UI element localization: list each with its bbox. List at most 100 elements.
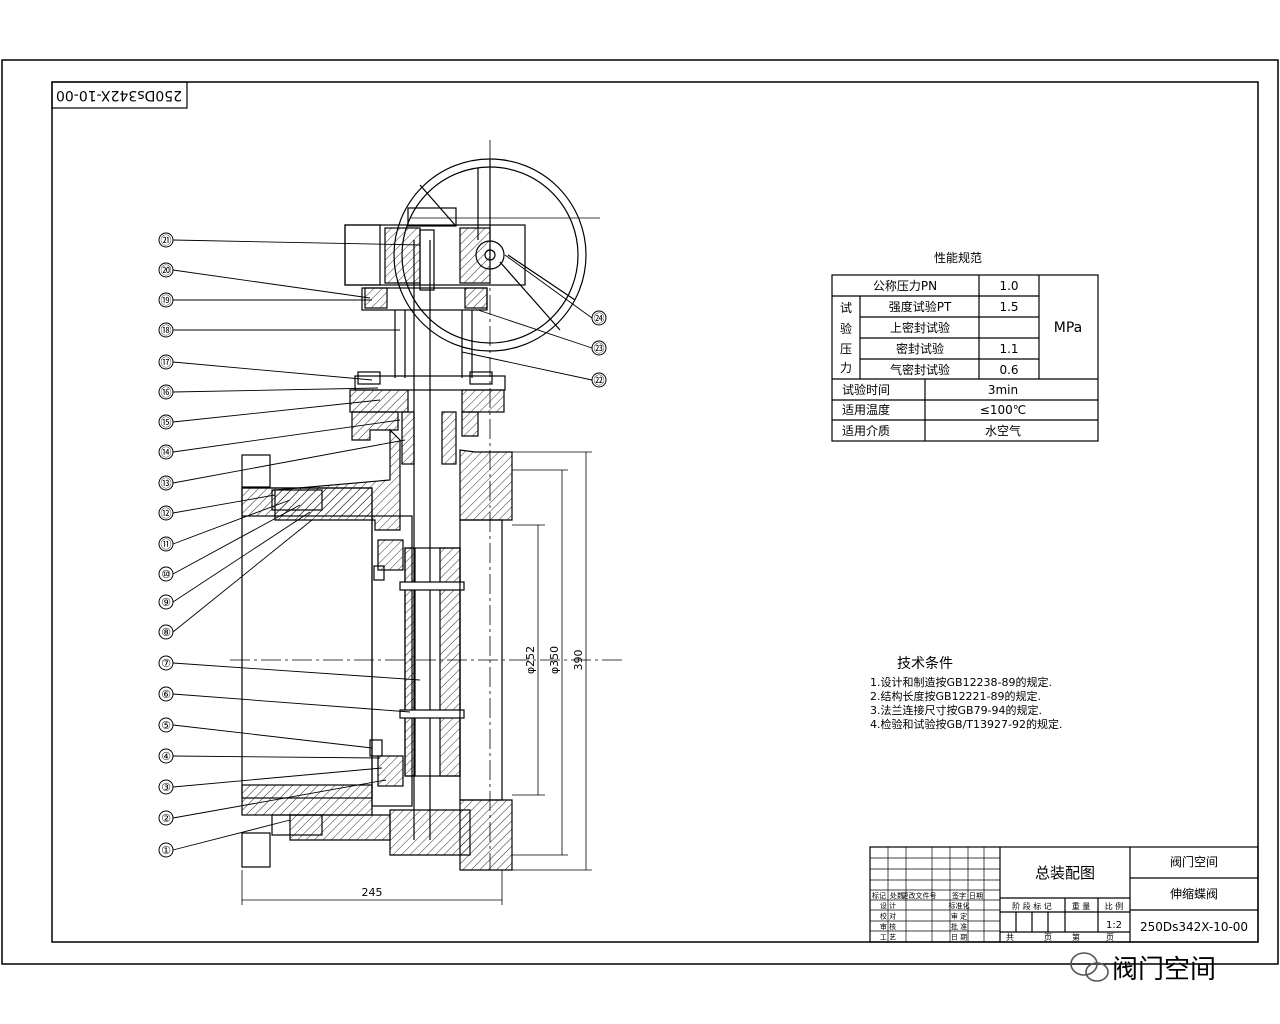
balloon xyxy=(158,444,174,460)
balloon-number: ⑩ xyxy=(161,568,171,581)
balloon-number: ⑯ xyxy=(161,386,172,399)
perf-extra-label: 适用温度 xyxy=(842,402,890,417)
drawing-name: 总装配图 xyxy=(1035,864,1095,882)
leader-line xyxy=(172,439,406,484)
tb-role: 工 艺 xyxy=(880,934,896,942)
valve-section xyxy=(230,140,625,905)
dim-outer: 390 xyxy=(572,650,585,671)
tb-role: 审 核 xyxy=(880,922,896,931)
leader-line xyxy=(172,511,311,603)
balloon-number: ① xyxy=(161,844,171,857)
leader-line xyxy=(504,254,593,319)
leader-line xyxy=(172,519,313,633)
tb-header-cell: 处数 xyxy=(890,891,904,900)
tech-item: 4.检验和试验按GB/T13927-92的规定. xyxy=(870,717,1062,731)
tb-header-cell: 标记 xyxy=(872,891,886,900)
perf-label: 上密封试验 xyxy=(890,320,950,335)
balloon xyxy=(591,340,607,356)
perf-extra-value: 水空气 xyxy=(985,423,1021,438)
balloon xyxy=(158,292,174,308)
leader-line xyxy=(172,387,379,393)
tech-title: 技术条件 xyxy=(897,655,953,672)
tb-role: 设 计 xyxy=(880,901,896,910)
leader-line xyxy=(172,693,411,713)
leader-line xyxy=(172,499,291,545)
company-name: 阀门空间 xyxy=(1170,854,1218,869)
balloon-number: ⑧ xyxy=(161,626,171,639)
scale-value: 1:2 xyxy=(1106,920,1122,931)
leader-line xyxy=(172,819,291,851)
balloon-number: ⑨ xyxy=(161,596,171,609)
balloon xyxy=(158,717,174,733)
balloon xyxy=(158,232,174,248)
tech-item: 2.结构长度按GB12221-89的规定. xyxy=(870,689,1041,703)
tb-role-right: 日 期 xyxy=(951,934,967,942)
perf-label: 强度试验PT xyxy=(889,299,952,314)
dim-bolt: φ350 xyxy=(548,646,561,674)
balloon-number: ⑦ xyxy=(161,657,171,670)
perf-group-char: 力 xyxy=(840,361,852,375)
balloon xyxy=(591,310,607,326)
perf-unit: MPa xyxy=(1054,320,1082,336)
tb-role-right: 批 准 xyxy=(951,922,967,931)
balloon xyxy=(158,624,174,640)
leader-line xyxy=(172,399,381,423)
balloon-number: ② xyxy=(161,812,171,825)
balloon-number: ⑬ xyxy=(161,477,172,490)
balloon-number: ⑰ xyxy=(161,356,172,369)
balloon-number: ㉑ xyxy=(161,234,172,247)
leader-line xyxy=(172,779,387,819)
leader-line xyxy=(172,361,373,381)
leader-line xyxy=(172,724,373,749)
balloon-number: ㉔ xyxy=(594,312,605,325)
performance-table xyxy=(831,274,1099,442)
balloon-number: ⑫ xyxy=(161,507,172,520)
tb-stage-label: 阶 段 标 记 xyxy=(1012,901,1052,911)
balloon xyxy=(158,384,174,400)
balloon xyxy=(158,536,174,552)
dim-width: 245 xyxy=(362,886,383,899)
balloon xyxy=(158,354,174,370)
perf-extra-label: 适用介质 xyxy=(842,424,890,438)
leader-line xyxy=(172,662,421,681)
tech-item: 1.设计和制造按GB12238-89的规定. xyxy=(870,675,1052,689)
rotated-code: 250Ds342X-10-00 xyxy=(56,87,182,103)
perf-extra-value: 3min xyxy=(988,383,1018,397)
leader-line xyxy=(172,419,401,453)
balloon xyxy=(158,810,174,826)
balloon xyxy=(158,566,174,582)
tb-stage-label: 比 例 xyxy=(1105,901,1124,911)
leader-line xyxy=(172,269,371,299)
tb-sheet-label: 第 xyxy=(1072,932,1080,942)
balloon-number: ③ xyxy=(161,781,171,794)
rotated-code-box: 250Ds342X-10-00 xyxy=(51,81,188,109)
balloon xyxy=(158,594,174,610)
tb-header-cell: 签字 xyxy=(952,891,966,900)
balloon-number: ⑳ xyxy=(161,264,172,277)
outer-border xyxy=(1,59,1279,965)
tb-sheet-label: 共 xyxy=(1006,933,1014,942)
perf-value: 1.0 xyxy=(999,279,1018,293)
perf-group-char: 试 xyxy=(840,300,852,315)
balloon xyxy=(158,475,174,491)
tech-items: 1.设计和制造按GB12238-89的规定.2.结构长度按GB12221-89的… xyxy=(870,675,1062,731)
leader-line xyxy=(172,494,276,514)
inner-border xyxy=(51,81,1259,943)
perf-extra-value: ≤100℃ xyxy=(980,403,1026,417)
leader-line xyxy=(172,755,381,759)
balloon-number: ⑥ xyxy=(161,688,171,701)
leader-line xyxy=(172,504,301,575)
tb-stage-label: 重 量 xyxy=(1072,901,1091,911)
tb-role-right: 审 定 xyxy=(951,912,967,921)
balloon-number: ㉓ xyxy=(594,342,605,355)
performance-title: 性能规范 xyxy=(934,250,982,265)
leader-line xyxy=(461,351,593,381)
balloon xyxy=(158,262,174,278)
perf-value: 1.1 xyxy=(999,342,1018,356)
tb-sheet-label: 页 xyxy=(1106,933,1114,942)
balloon-number: ⑱ xyxy=(161,324,172,337)
balloon-number: ④ xyxy=(161,750,171,763)
